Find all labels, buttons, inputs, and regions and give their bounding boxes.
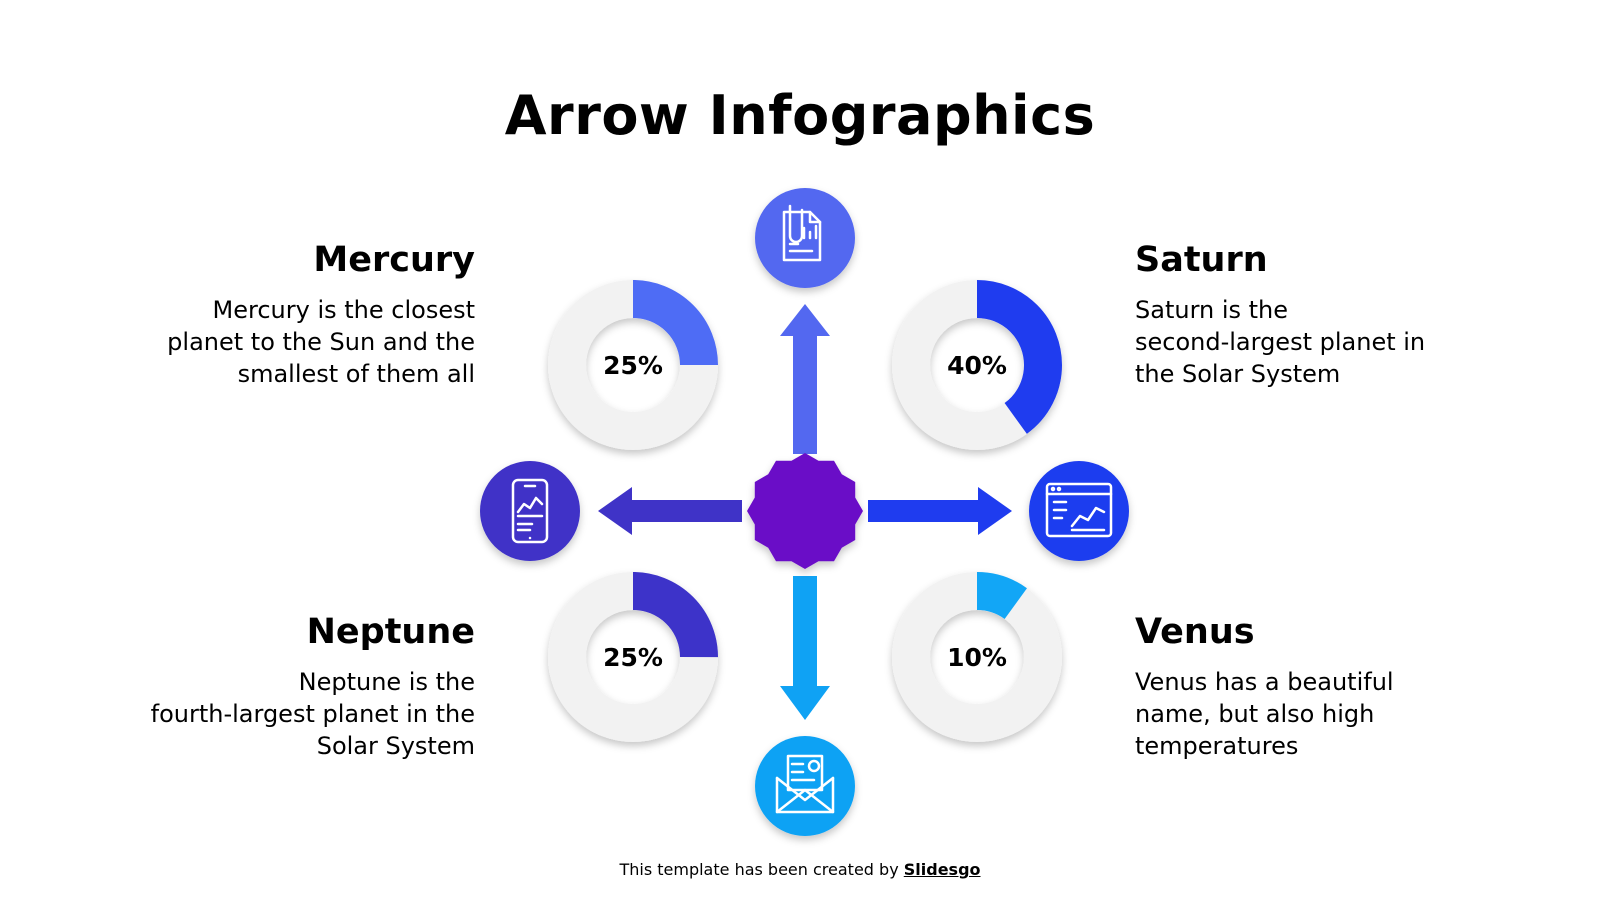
venus-block: Venus Venus has a beautiful name, but al… [1135, 612, 1515, 762]
mercury-heading: Mercury [313, 240, 475, 280]
arrow-left [598, 487, 742, 535]
saturn-block: Saturn Saturn is the second-largest plan… [1135, 240, 1515, 390]
saturn-line-1: Saturn is the [1135, 296, 1289, 324]
saturn-donut: 40% [892, 280, 1062, 450]
mercury-line-1: Mercury is the closest [212, 296, 475, 324]
footer-credit: This template has been created by Slides… [0, 860, 1600, 879]
center-badge [747, 453, 863, 569]
saturn-description: Saturn is the second-largest planet in t… [1135, 294, 1515, 390]
footer-brand-link[interactable]: Slidesgo [903, 860, 981, 879]
saturn-heading: Saturn [1135, 240, 1268, 280]
saturn-line-2: second-largest planet in [1135, 328, 1426, 356]
saturn-percent-label: 40% [947, 351, 1007, 380]
venus-line-2: name, but also high [1135, 700, 1375, 728]
venus-percent-label: 10% [947, 643, 1007, 672]
page-title: Arrow Infographics [504, 84, 1096, 147]
neptune-percent-label: 25% [603, 643, 663, 672]
neptune-heading: Neptune [306, 612, 475, 652]
neptune-description: Neptune is the fourth-largest planet in … [95, 666, 475, 762]
neptune-line-3: Solar System [316, 732, 475, 760]
neptune-block: Neptune Neptune is the fourth-largest pl… [95, 612, 475, 762]
mercury-donut-value-arc [548, 280, 718, 450]
mercury-percent-label: 25% [603, 351, 663, 380]
neptune-line-2: fourth-largest planet in the [150, 700, 475, 728]
neptune-donut-value-arc [548, 572, 718, 742]
saturn-line-3: the Solar System [1135, 360, 1341, 388]
neptune-donut: 25% [548, 572, 718, 742]
saturn-donut-value-arc [892, 280, 1062, 450]
venus-heading: Venus [1135, 612, 1255, 652]
arrow-up [780, 304, 830, 454]
document-report-icon [755, 188, 855, 288]
arrow-down [780, 576, 830, 720]
mercury-line-2: planet to the Sun and the [167, 328, 475, 356]
mercury-block: Mercury Mercury is the closest planet to… [95, 240, 475, 390]
venus-line-1: Venus has a beautiful [1135, 668, 1394, 696]
mercury-donut: 25% [548, 280, 718, 450]
venus-donut-value-arc [892, 572, 1062, 742]
neptune-line-1: Neptune is the [298, 668, 475, 696]
venus-line-3: temperatures [1135, 732, 1299, 760]
mobile-analytics-icon [480, 461, 580, 561]
email-invoice-icon [755, 736, 855, 836]
browser-dashboard-icon [1029, 461, 1129, 561]
venus-description: Venus has a beautiful name, but also hig… [1135, 666, 1515, 762]
venus-donut: 10% [892, 572, 1062, 742]
arrow-right [868, 487, 1012, 535]
mercury-line-3: smallest of them all [237, 360, 475, 388]
footer-prefix: This template has been created by [619, 860, 899, 879]
mercury-description: Mercury is the closest planet to the Sun… [95, 294, 475, 390]
